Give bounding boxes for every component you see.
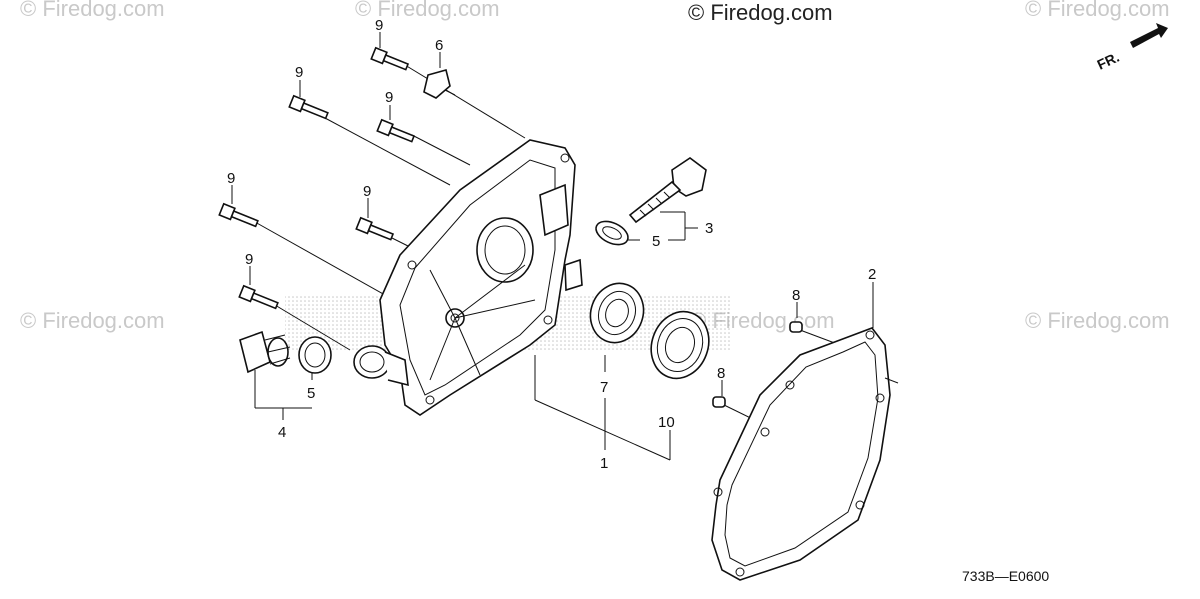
watermark-text: © Firedog.com xyxy=(20,308,165,333)
bolt xyxy=(376,118,416,143)
callout-9: 9 xyxy=(295,64,303,81)
washer xyxy=(595,220,629,246)
arrow-icon xyxy=(1130,23,1168,48)
watermark-top-center: © Firedog.com xyxy=(688,0,833,25)
callout-3: 3 xyxy=(705,220,713,237)
front-direction-arrow: FR. xyxy=(1095,23,1168,73)
callout-5: 5 xyxy=(307,385,315,402)
callout-7: 7 xyxy=(600,379,608,396)
direction-label: FR. xyxy=(1095,49,1122,73)
bolts xyxy=(218,46,416,310)
callout-8: 8 xyxy=(717,365,725,382)
callout-9: 9 xyxy=(227,170,235,187)
bolt xyxy=(355,216,395,241)
crankcase-cover xyxy=(379,139,583,416)
dipstick xyxy=(628,157,707,224)
callout-2: 2 xyxy=(868,266,876,283)
bolt xyxy=(370,46,410,71)
bolt xyxy=(288,94,329,120)
callout-labels: 9 6 9 9 9 9 9 3 5 5 4 7 10 1 2 8 8 xyxy=(227,17,876,472)
wire-clip xyxy=(423,69,451,99)
callout-9: 9 xyxy=(363,183,371,200)
watermark-text: © Firedog.com xyxy=(20,0,165,21)
callout-10: 10 xyxy=(658,414,675,431)
watermark-text: © Firedog.com xyxy=(1025,0,1170,21)
ball-bearing xyxy=(650,310,710,380)
callout-4: 4 xyxy=(278,424,286,441)
watermark-text: © Firedog.com xyxy=(1025,308,1170,333)
oil-seal xyxy=(589,282,645,344)
drawing-code: 733B—E0600 xyxy=(962,568,1049,584)
callout-1: 1 xyxy=(600,455,608,472)
dowel-pin xyxy=(789,321,803,333)
case-gasket xyxy=(711,327,899,581)
washer xyxy=(298,336,332,374)
callout-9: 9 xyxy=(375,17,383,34)
bolt xyxy=(238,284,279,310)
callout-6: 6 xyxy=(435,37,443,54)
leader-lines xyxy=(231,32,874,461)
drain-plug xyxy=(239,330,291,374)
oil-seal-tube xyxy=(353,345,409,387)
callout-5: 5 xyxy=(652,233,660,250)
callout-9: 9 xyxy=(245,251,253,268)
dowel-pin xyxy=(712,396,726,408)
bolt xyxy=(218,202,259,228)
callout-9: 9 xyxy=(385,89,393,106)
callout-8: 8 xyxy=(792,287,800,304)
watermark-text: © Firedog.com xyxy=(355,0,500,21)
